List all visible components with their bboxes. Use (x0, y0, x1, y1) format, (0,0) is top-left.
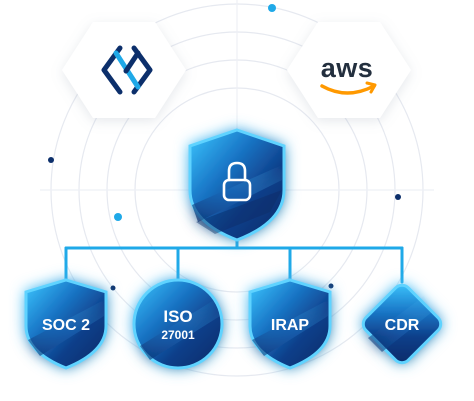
iso-number-label: 27001 (161, 328, 195, 342)
background-rings (40, 0, 434, 377)
aws-smile-icon (320, 84, 376, 95)
irap-label: IRAP (271, 317, 310, 334)
irap-badge: IRAP (248, 278, 332, 370)
lock-icon (222, 161, 252, 202)
teleport-logo-icon (101, 45, 153, 95)
accent-dot (110, 285, 116, 291)
aws-logo-tile (287, 22, 411, 118)
accent-dot (48, 157, 54, 163)
cdr-label: CDR (385, 317, 420, 334)
iso-badge: ISO 27001 (132, 278, 224, 370)
soc2-label: SOC 2 (42, 317, 90, 334)
accent-dot (268, 4, 276, 12)
central-shield (188, 128, 286, 242)
aws-logo: aws (320, 53, 377, 95)
decorative-dots (48, 4, 401, 291)
aws-wordmark: aws (321, 53, 374, 83)
soc2-badge: SOC 2 (24, 278, 108, 370)
iso-label: ISO (163, 307, 192, 326)
accent-dot (395, 194, 401, 200)
cdr-badge: CDR (361, 283, 443, 365)
accent-dot (328, 283, 334, 289)
accent-dot (114, 213, 122, 221)
